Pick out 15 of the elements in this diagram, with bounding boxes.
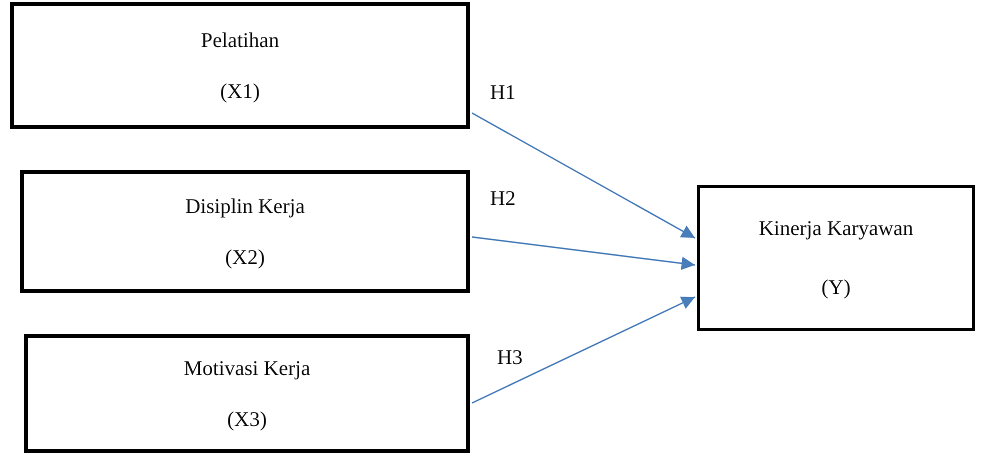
variable-box bbox=[10, 2, 470, 129]
variable-label: Pelatihan bbox=[200, 28, 280, 52]
variable-box bbox=[697, 185, 975, 331]
variable-label: Kinerja Karyawan bbox=[758, 216, 914, 241]
variable-label: (Y) bbox=[821, 275, 851, 300]
arrow bbox=[472, 112, 696, 239]
variable-label: (X2) bbox=[225, 244, 265, 270]
variable-label: Disiplin Kerja bbox=[185, 194, 305, 218]
variable-label: (X1) bbox=[220, 78, 260, 104]
variable-box bbox=[20, 170, 470, 293]
variable-label: (X3) bbox=[227, 406, 267, 432]
arrow bbox=[472, 296, 696, 404]
variable-label: Motivasi Kerja bbox=[184, 356, 310, 380]
arrow bbox=[472, 236, 696, 270]
variable-box bbox=[24, 334, 470, 453]
